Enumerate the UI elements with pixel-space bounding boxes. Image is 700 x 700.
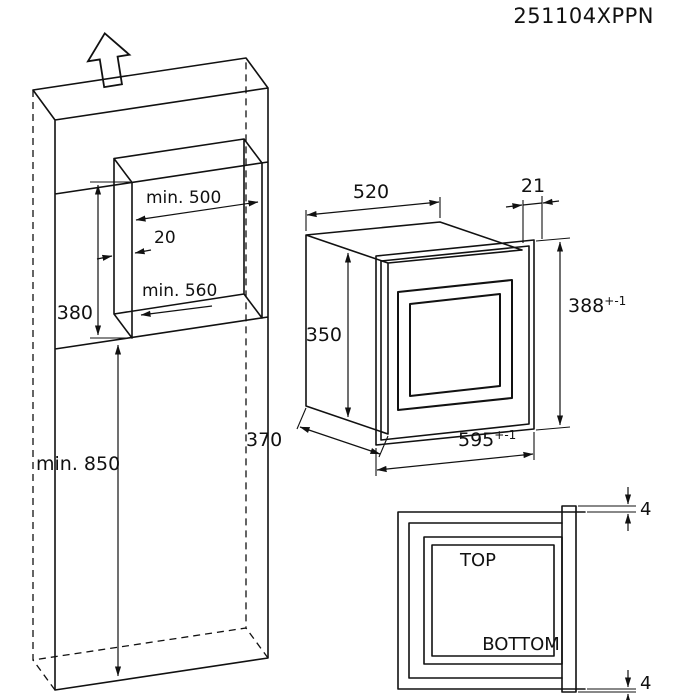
extension-lines bbox=[375, 432, 535, 476]
dim-frame-overhang: 21 bbox=[505, 175, 560, 243]
dimension-label: 4 bbox=[640, 499, 651, 520]
dimension-label: 4 bbox=[640, 673, 651, 694]
dimension-arrow bbox=[134, 248, 152, 255]
extension-lines bbox=[296, 407, 389, 458]
dimension-label: min. 500 bbox=[146, 188, 221, 208]
dimension-arrow bbox=[96, 254, 113, 261]
extension-lines bbox=[578, 505, 636, 513]
dim-niche-height: 380 bbox=[57, 181, 130, 339]
dimension-line bbox=[135, 200, 259, 222]
dim-overall-height: 388+-1 bbox=[535, 237, 626, 431]
dim-niche-depth: min. 560 bbox=[140, 281, 217, 317]
oven-door-window bbox=[397, 279, 513, 411]
section-front-frame bbox=[561, 505, 577, 693]
dimension-label: min. 850 bbox=[36, 453, 120, 475]
dimension-label: 380 bbox=[57, 302, 93, 324]
cabinet-hidden-edges bbox=[32, 58, 269, 691]
dim-overall-width: 595+-1 bbox=[375, 428, 535, 476]
dimension-label: 21 bbox=[521, 175, 545, 197]
dimension-line bbox=[306, 199, 440, 218]
section-top-label: TOP bbox=[459, 550, 496, 571]
dim-body-width: 520 bbox=[305, 181, 441, 231]
dim-floor-clearance: min. 850 bbox=[36, 344, 122, 677]
oven-body bbox=[305, 221, 523, 435]
dim-niche-width: min. 500 bbox=[135, 188, 259, 222]
oven-front-frame bbox=[375, 239, 535, 446]
tall-cabinet-drawing: min. 500 20 380 min. 560 bbox=[32, 31, 269, 691]
dim-wall-offset: 20 bbox=[96, 228, 176, 261]
microwave-drawing: 520 21 350 388+-1 bbox=[246, 175, 626, 476]
dimension-arrow bbox=[542, 198, 560, 205]
dimension-line bbox=[299, 426, 381, 455]
extension-lines bbox=[305, 197, 441, 231]
dimension-label: 520 bbox=[353, 181, 389, 203]
dim-body-height: 350 bbox=[306, 252, 352, 418]
dimension-tolerance: +-1 bbox=[604, 294, 626, 308]
extension-lines bbox=[578, 688, 636, 693]
dimension-value: 595 bbox=[458, 429, 494, 451]
dimension-tolerance: +-1 bbox=[494, 428, 516, 442]
dimension-label: 388+-1 bbox=[568, 294, 626, 317]
section-view: TOP BOTTOM 4 4 bbox=[397, 487, 651, 700]
dimension-label: 595+-1 bbox=[458, 428, 516, 451]
section-cabinet-walls bbox=[397, 511, 586, 690]
dimension-label: 20 bbox=[154, 228, 176, 248]
section-bottom-label: BOTTOM bbox=[482, 634, 560, 655]
extension-lines bbox=[535, 237, 571, 431]
dimension-value: 388 bbox=[568, 295, 604, 317]
dimension-line bbox=[522, 202, 543, 206]
dimension-label: 370 bbox=[246, 429, 282, 451]
dimension-line bbox=[376, 451, 534, 473]
dimension-label: min. 560 bbox=[142, 281, 217, 301]
dimension-label: 350 bbox=[306, 324, 342, 346]
niche-opening bbox=[113, 138, 263, 339]
dim-bottom-clearance: 4 bbox=[578, 670, 651, 700]
dim-top-clearance: 4 bbox=[578, 487, 651, 531]
dimension-arrow bbox=[505, 203, 523, 210]
extension-lines bbox=[90, 181, 130, 339]
part-number-label: 251104XPPN bbox=[513, 4, 654, 28]
ventilation-arrow-icon bbox=[86, 31, 132, 89]
dimension-arrow bbox=[140, 305, 213, 317]
